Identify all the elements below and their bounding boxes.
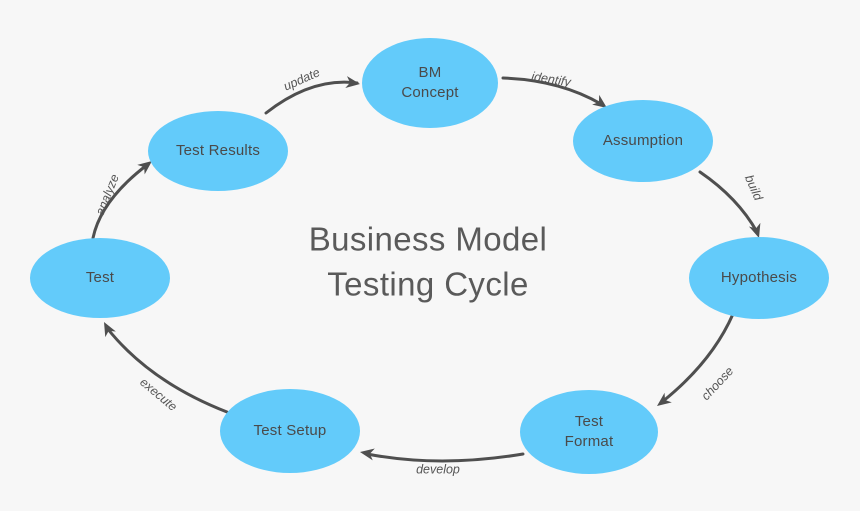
node-test-setup-label: Test Setup: [254, 422, 327, 439]
node-hypothesis-shape[interactable]: [689, 237, 829, 319]
edge-choose-arrowhead-icon: [657, 392, 672, 406]
node-test-shape[interactable]: [30, 238, 170, 318]
edge-develop: develop: [360, 448, 525, 476]
edge-choose-line: [660, 312, 735, 404]
edge-build-line: [698, 170, 759, 234]
edge-choose-label: choose: [699, 364, 737, 403]
node-assumption-label: Assumption: [603, 132, 683, 149]
node-hypothesis-label: Hypothesis: [721, 269, 797, 286]
edge-execute: execute: [104, 322, 229, 414]
edge-update-arrowhead-icon: [345, 76, 360, 88]
edge-analyze-arrowhead-icon: [137, 161, 152, 175]
node-hypothesis[interactable]: Hypothesis: [689, 237, 829, 319]
node-test-format-label: Test: [575, 413, 604, 430]
edge-develop-line: [365, 452, 525, 463]
edge-build-label: build: [742, 173, 766, 204]
edge-identify-label: identify: [530, 69, 572, 89]
edge-update-label: update: [281, 65, 322, 93]
edge-execute-line: [105, 326, 229, 414]
node-assumption[interactable]: Assumption: [573, 100, 713, 182]
edge-analyze-label: analyze: [93, 172, 122, 217]
node-test-setup[interactable]: Test Setup: [220, 389, 360, 473]
node-test-results[interactable]: Test Results: [148, 111, 288, 191]
edge-choose: choose: [657, 312, 737, 406]
node-test-format-shape[interactable]: [520, 390, 658, 474]
edge-identify: identify: [501, 69, 607, 108]
edge-develop-arrowhead-icon: [360, 448, 375, 461]
edge-analyze-line: [91, 163, 149, 240]
edge-execute-label: execute: [137, 375, 180, 414]
edge-execute-arrowhead-icon: [104, 322, 116, 338]
node-bm-concept-shape[interactable]: [362, 38, 498, 128]
node-test-results-shape[interactable]: [148, 111, 288, 191]
node-assumption-shape[interactable]: [573, 100, 713, 182]
node-test-setup-shape[interactable]: [220, 389, 360, 473]
edge-update-line: [264, 80, 359, 115]
node-bm-concept[interactable]: BM Concept: [362, 38, 498, 128]
edge-update: update: [264, 65, 360, 115]
node-bm-concept-label: Concept: [401, 84, 459, 101]
node-bm-concept-label: BM: [419, 64, 442, 81]
edge-build-arrowhead-icon: [748, 222, 761, 238]
node-test-label: Test: [86, 269, 115, 286]
edge-build: build: [698, 170, 766, 238]
title-line-2: Testing Cycle: [327, 266, 528, 303]
edge-develop-label: develop: [416, 462, 460, 476]
node-test-results-label: Test Results: [176, 142, 260, 159]
center-title: Business Model Testing Cycle: [309, 221, 548, 303]
node-test[interactable]: Test: [30, 238, 170, 318]
edge-analyze: analyze: [91, 161, 152, 240]
title-line-1: Business Model: [309, 221, 548, 258]
edge-identify-arrowhead-icon: [592, 94, 607, 108]
nodes-layer: BMConceptAssumptionHypothesisTestFormatT…: [30, 38, 829, 474]
node-test-format-label: Format: [565, 433, 614, 450]
edge-identify-line: [501, 76, 603, 106]
